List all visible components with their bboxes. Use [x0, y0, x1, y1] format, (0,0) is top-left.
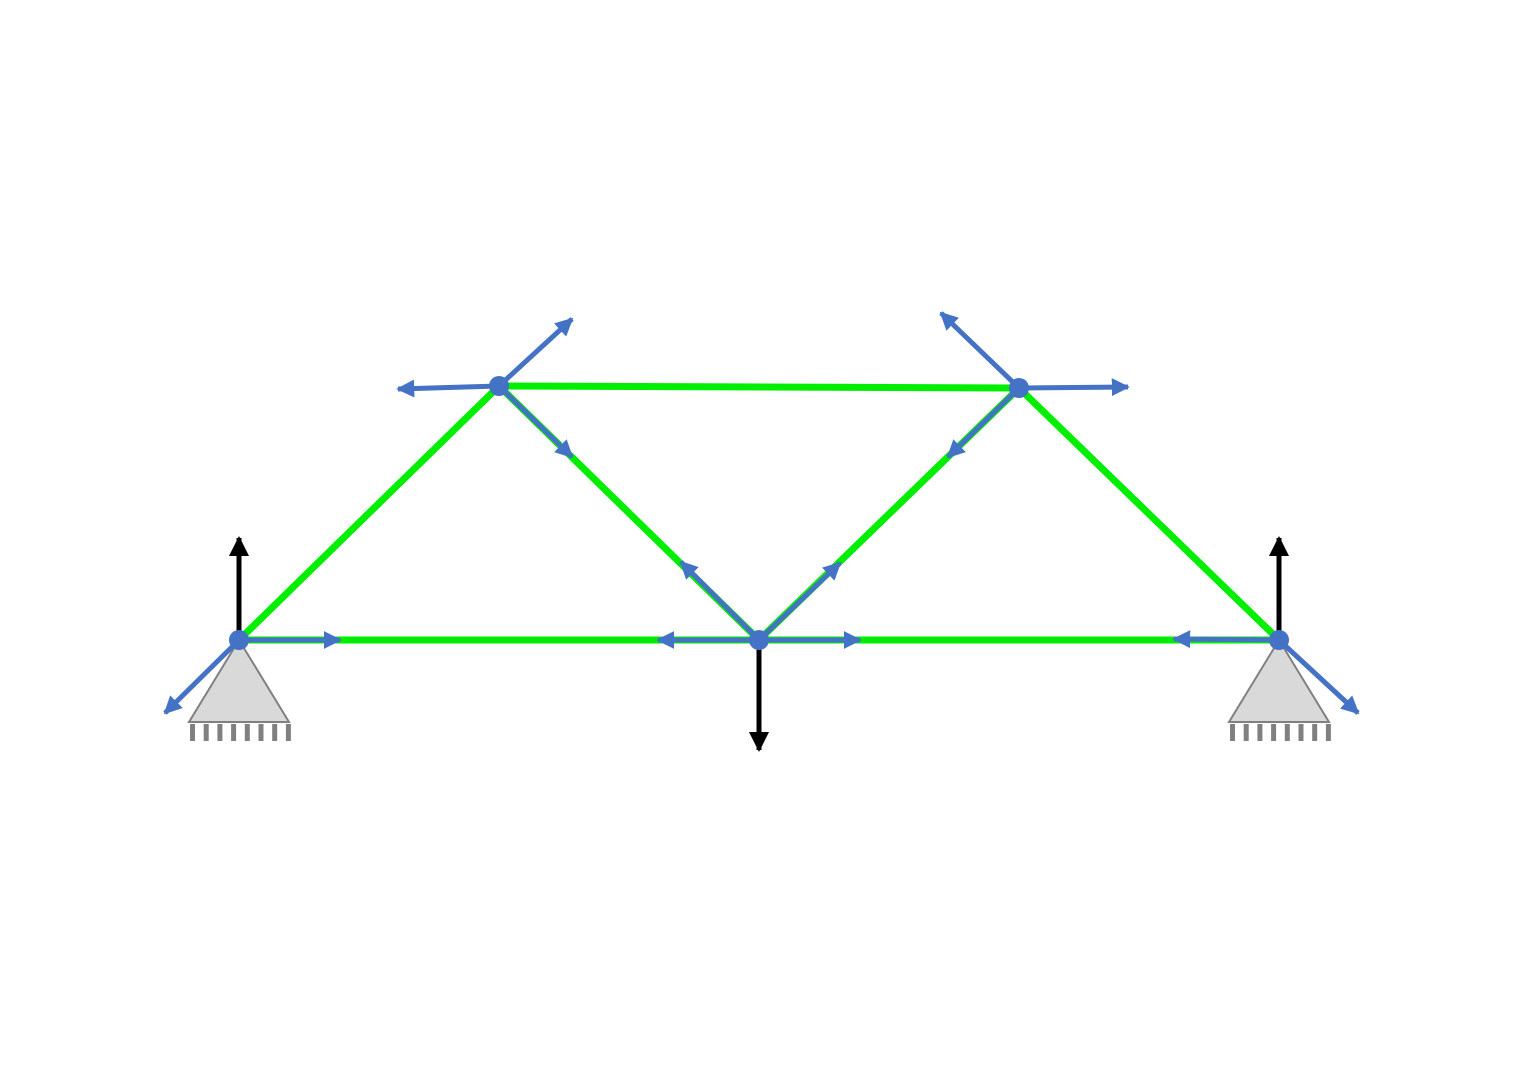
support-hatch: [244, 724, 250, 741]
support-hatch: [285, 724, 291, 741]
support-hatch: [258, 724, 264, 741]
support-hatch: [1271, 724, 1277, 741]
member-AB: [236, 383, 502, 643]
member-force-arrow-C: [757, 561, 842, 642]
support-hatch: [231, 724, 237, 741]
support-hatch: [1230, 724, 1235, 741]
joint-D: [1009, 378, 1029, 398]
member-force-arrow-B: [396, 379, 500, 398]
support-hatch: [1257, 724, 1263, 741]
support-hatch: [1325, 724, 1331, 741]
support-hatch: [272, 724, 278, 741]
support-hatch: [1298, 724, 1304, 741]
member-force-arrow-D: [939, 311, 1021, 390]
member-force-arrow-C: [679, 560, 761, 642]
joint-C: [749, 630, 769, 650]
member-force-arrow-E: [1277, 638, 1360, 715]
member-force-arrow-B: [497, 384, 574, 459]
member-force-arrow-B: [497, 317, 574, 388]
joint-A: [229, 630, 249, 650]
pin-support-E: [1227, 638, 1331, 723]
member-force-arrow-D: [946, 386, 1021, 459]
support-hatch: [1312, 724, 1318, 741]
support-hatch: [190, 724, 195, 741]
member-force-arrow-A: [163, 638, 241, 715]
member-force-arrow-D: [1018, 378, 1130, 397]
member-BD: [498, 382, 1020, 392]
support-hatch: [217, 724, 223, 741]
pin-support-A: [187, 638, 291, 723]
joint-B: [489, 376, 509, 396]
member-force-arrow-E: [1172, 630, 1280, 649]
joint-E: [1269, 630, 1289, 650]
support-hatch: [1284, 724, 1290, 741]
member-DE: [1016, 385, 1282, 643]
support-hatch: [1243, 724, 1249, 741]
support-hatch: [203, 724, 209, 741]
